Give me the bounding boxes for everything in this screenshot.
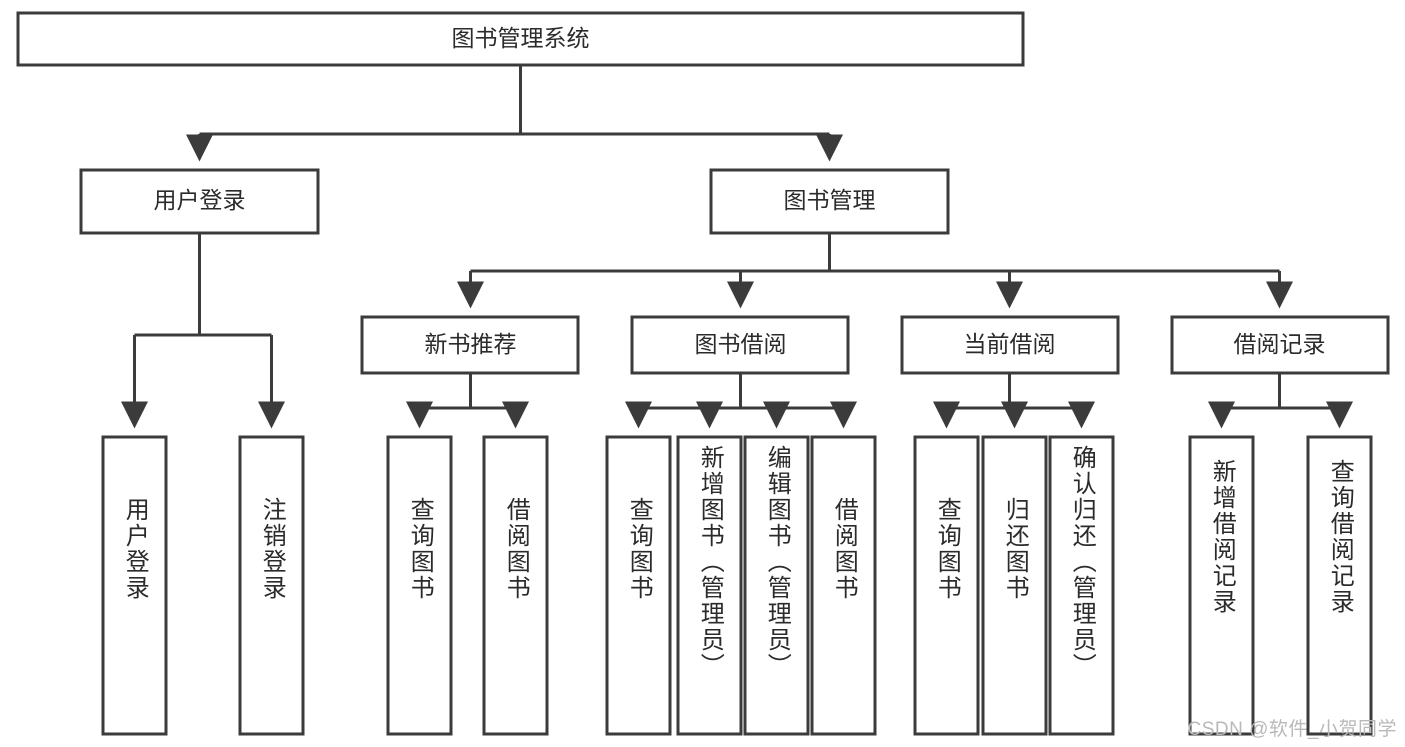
node-current-borrow-box [900, 315, 1120, 375]
leaf-box-11[interactable] [1188, 435, 1255, 736]
node-current-borrow[interactable]: 当前借阅 [900, 315, 1120, 375]
watermark: CSDN @软件_小贺同学 [1187, 719, 1397, 740]
connector-group-root [186, 65, 843, 162]
leaf-box-0[interactable] [101, 435, 168, 736]
node-book-borrow-box [630, 315, 850, 375]
node-book-mgmt-label: 图书管理 [784, 187, 876, 213]
connector-group-current [933, 373, 1095, 429]
node-book-mgmt-box [709, 168, 950, 235]
node-new-book-recommend-label: 新书推荐 [425, 331, 517, 357]
connector-group-user-login [121, 233, 285, 429]
node-root-label: 图书管理系统 [452, 25, 590, 51]
node-user-login-box [79, 168, 320, 235]
node-root-box [16, 11, 1025, 67]
leaf-box-5[interactable] [676, 435, 743, 736]
node-user-login[interactable]: 用户登录 [79, 168, 320, 235]
node-new-book-recommend[interactable]: 新书推荐 [360, 315, 580, 375]
leaf-box-7[interactable] [810, 435, 877, 736]
leaf-box-10[interactable] [1048, 435, 1115, 736]
node-borrow-record[interactable]: 借阅记录 [1170, 315, 1390, 375]
leaf-box-8[interactable] [913, 435, 980, 736]
node-current-borrow-label: 当前借阅 [964, 331, 1056, 357]
leaf-box-6[interactable] [743, 435, 810, 736]
node-borrow-record-label: 借阅记录 [1234, 331, 1326, 357]
leaf-box-9[interactable] [981, 435, 1048, 736]
connector-group-new-book [406, 373, 529, 429]
node-root[interactable]: 图书管理系统 [16, 11, 1025, 67]
node-borrow-record-box [1170, 315, 1390, 375]
node-book-borrow-label: 图书借阅 [695, 331, 787, 357]
node-user-login-label: 用户登录 [154, 187, 246, 213]
leaf-boxes [101, 435, 1373, 736]
connector-group-book-mgmt [457, 233, 1293, 309]
connector-group-record [1208, 373, 1353, 429]
node-book-borrow[interactable]: 图书借阅 [630, 315, 850, 375]
leaf-box-1[interactable] [238, 435, 305, 736]
leaf-box-12[interactable] [1306, 435, 1373, 736]
connector-group-borrow [625, 373, 857, 429]
leaf-box-3[interactable] [482, 435, 549, 736]
leaf-box-2[interactable] [386, 435, 453, 736]
leaf-box-4[interactable] [605, 435, 672, 736]
node-book-mgmt[interactable]: 图书管理 [709, 168, 950, 235]
node-new-book-recommend-box [360, 315, 580, 375]
